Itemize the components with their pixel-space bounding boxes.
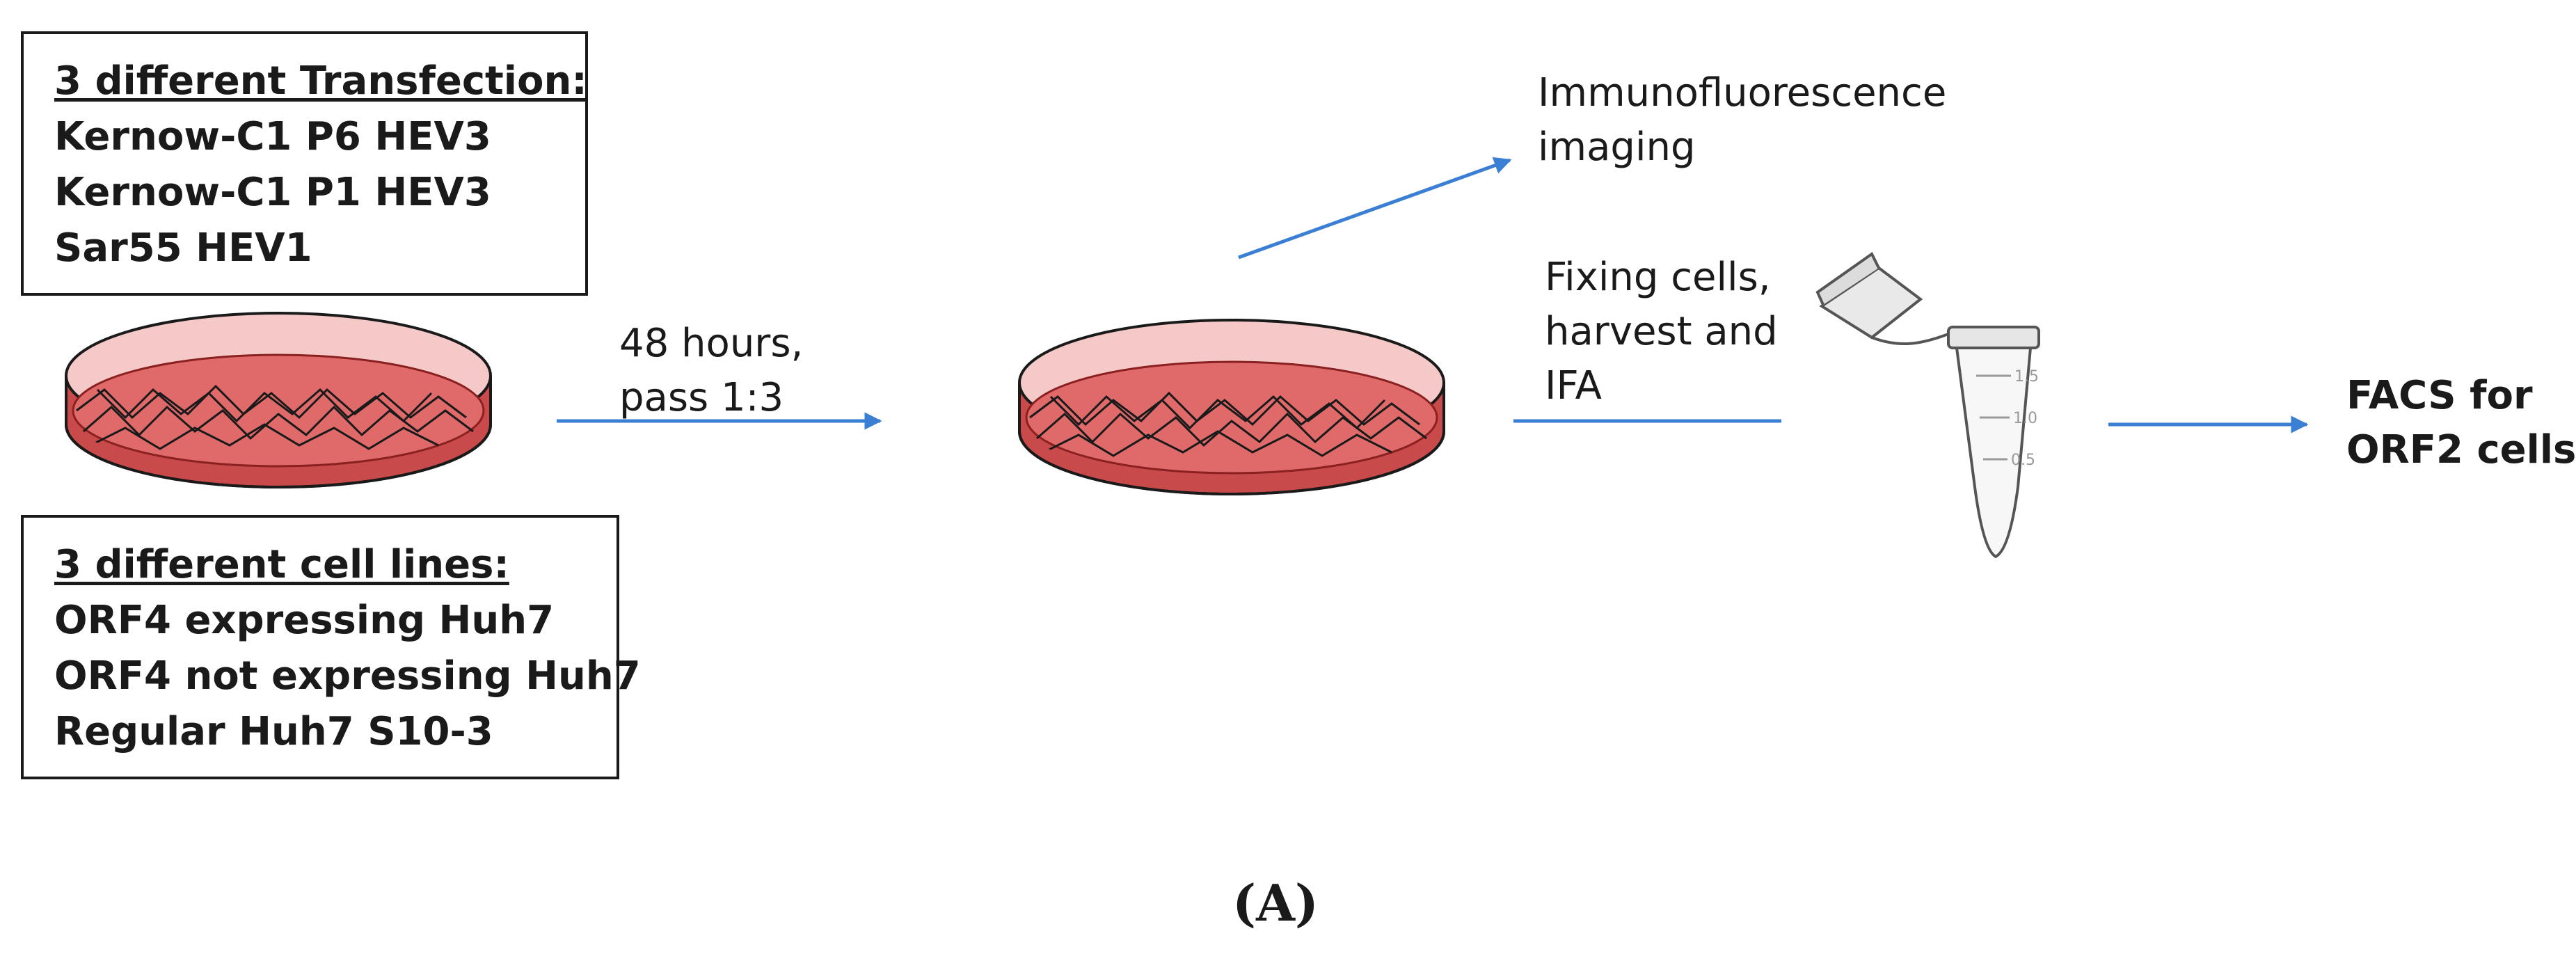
- transfection-item-1: Kernow-C1 P6 HEV3: [54, 114, 491, 159]
- transfection-box: 3 different Transfection: Kernow-C1 P6 H…: [21, 31, 588, 296]
- eppendorf-tube-icon: [1815, 252, 2040, 559]
- cell-line-item-1: ORF4 expressing Huh7: [54, 598, 555, 643]
- tube-tick-2: 1.0: [2013, 410, 2037, 427]
- facs-label: FACS for ORF2 cells: [2346, 369, 2576, 477]
- tube-tick-1: 1.5: [2014, 368, 2039, 385]
- transfection-item-2: Kernow-C1 P1 HEV3: [54, 170, 491, 215]
- transfection-item-3: Sar55 HEV1: [54, 225, 312, 271]
- imaging-label-line-1: Immunofluorescence: [1538, 70, 1947, 116]
- transfection-title: 3 different Transfection:: [54, 58, 587, 104]
- culture-dish-icon-1: [65, 312, 492, 488]
- arrow-to-imaging: [1238, 157, 1512, 260]
- cell-lines-title: 3 different cell lines:: [54, 542, 509, 587]
- cell-line-item-3: Regular Huh7 S10-3: [54, 709, 493, 754]
- fixing-label-line-3: IFA: [1545, 363, 1602, 408]
- fixing-label-line-2: harvest and: [1545, 309, 1778, 354]
- cell-line-item-2: ORF4 not expressing Huh7: [54, 653, 641, 699]
- step1-label: 48 hours, pass 1:3: [619, 317, 803, 425]
- step1-label-line-2: pass 1:3: [619, 375, 784, 420]
- culture-dish-icon-2: [1018, 319, 1445, 495]
- facs-label-line-1: FACS for: [2346, 373, 2533, 418]
- imaging-label: Immunofluorescence imaging: [1538, 66, 1946, 175]
- figure-caption: (A): [1232, 873, 1319, 932]
- imaging-label-line-2: imaging: [1538, 125, 1696, 170]
- facs-label-line-2: ORF2 cells: [2346, 427, 2576, 472]
- tube-tick-3: 0.5: [2011, 452, 2035, 469]
- fixing-label-line-1: Fixing cells,: [1545, 255, 1771, 300]
- step1-label-line-1: 48 hours,: [619, 321, 804, 366]
- cell-lines-box: 3 different cell lines: ORF4 expressing …: [21, 515, 641, 779]
- fixing-label: Fixing cells, harvest and IFA: [1545, 251, 1778, 413]
